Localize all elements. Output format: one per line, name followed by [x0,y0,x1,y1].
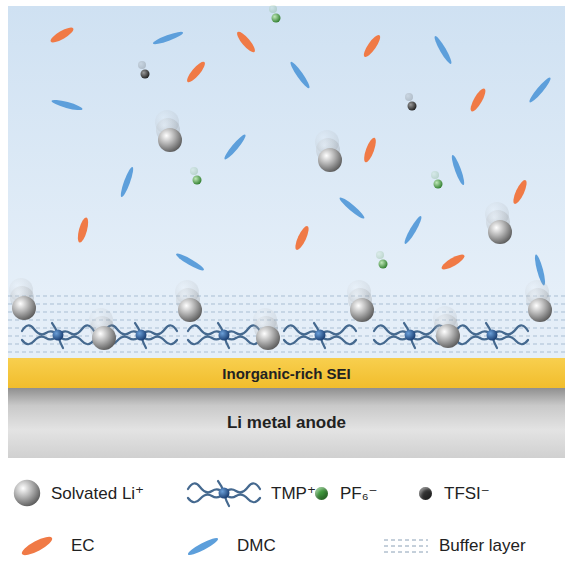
dmc-molecule [450,154,467,186]
pf6-anion [431,171,443,189]
legend-label: Buffer layer [439,536,526,556]
legend-swatch [315,487,328,500]
tmp-cation [105,323,177,348]
dmc-molecule [175,251,206,272]
solvated-li-ion [485,202,512,244]
dmc-molecules [51,30,553,287]
solvated-li-ion [155,110,182,152]
dmc-molecule [288,60,311,90]
solvated-li-ion [175,280,202,322]
legend-label: Solvated Li⁺ [51,483,144,504]
tfsi-anion [138,61,150,79]
dmc-molecule [432,35,453,66]
solvated-li-ion [433,306,460,348]
dmc-molecule [402,215,423,246]
legend-swatch [186,535,219,557]
legend-entry: PF₆⁻ [312,478,378,508]
tmp-cation [284,323,356,348]
tmp-cation [188,323,260,348]
buffer-layer-lines [8,296,565,352]
legend-entry: TFSI⁻ [416,478,490,508]
ec-molecule [361,33,382,59]
legend-entry: DMC [178,531,276,561]
dmc-molecule [222,133,247,161]
tfsi-anion [405,93,417,111]
ec-molecule [185,59,208,84]
solvated-li-ion [253,308,280,350]
sei-layer: Inorganic-rich SEI [8,358,565,388]
li-ion-sample [12,478,42,508]
legend-entry: TMP⁺ [186,478,316,508]
buffer-region [8,290,565,358]
legend-swatch [419,487,432,500]
tmp-sample [186,478,262,508]
ec-molecule [468,87,488,114]
interface-li-ions [9,278,552,350]
ec-molecule [49,25,76,45]
legend-swatch [20,534,55,559]
buffer-sample [380,531,430,561]
dmc-molecule [119,166,136,198]
legend-label: PF₆⁻ [340,483,378,504]
solvated-li-ion [89,308,116,350]
legend-label: EC [71,536,95,556]
solvated-li-ion [347,280,374,322]
tmp-cation [456,323,528,348]
dmc-molecule [51,98,83,112]
legend-entry: EC [12,531,95,561]
ec-molecule [362,136,378,163]
anions [138,5,443,269]
solvated-li-ion [525,280,552,322]
ec-molecule [440,252,467,272]
bulk-li-ions [155,110,512,244]
ec-molecule [293,225,311,252]
legend-label: DMC [237,536,276,556]
legend-label: TFSI⁻ [444,483,490,504]
solvated-li-ion [315,130,342,172]
band-label: Inorganic-rich SEI [222,365,350,382]
dmc-molecule [152,30,184,47]
legend-label: TMP⁺ [271,483,316,504]
ec-molecule [511,179,529,206]
li-anode: Li metal anode [8,388,565,458]
dmc-molecule [527,76,552,104]
legend-entry: Solvated Li⁺ [12,478,144,508]
pf6-anion [190,167,202,185]
ec-molecule [235,29,258,54]
tmp-cation [22,323,94,348]
legend-entry: Buffer layer [380,531,526,561]
dmc-molecule [338,195,366,220]
solvated-li-ion [9,278,36,320]
pf6-anion [376,251,388,269]
electrolyte-background [8,6,565,358]
band-label: Li metal anode [227,413,346,433]
ec-molecules [49,25,529,272]
ec-molecule [76,216,90,243]
pf6-anion [269,5,281,23]
